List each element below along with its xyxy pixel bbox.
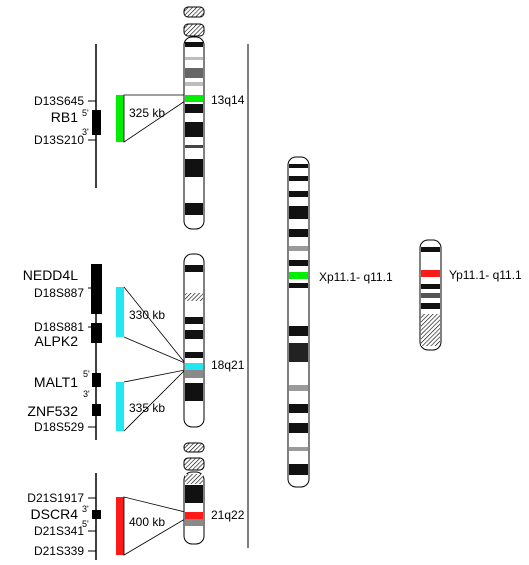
- chr21-interval-size: 400 kb: [129, 515, 165, 529]
- chrX-band-label: Xp11.1- q11.1: [319, 270, 393, 284]
- chr18-band-label: 18q21: [211, 358, 245, 372]
- chrY-band-yp11-q11: [421, 270, 440, 277]
- gene-dscr4: DSCR4: [31, 506, 79, 522]
- chrY-heterochromatin: [421, 314, 440, 346]
- chr13-band: [185, 122, 203, 137]
- chrX-band: [289, 260, 308, 266]
- rb1-gene-block: [92, 110, 101, 135]
- chrY-band: [421, 284, 440, 289]
- chrX-band: [289, 343, 308, 362]
- chr13-band: [185, 145, 203, 148]
- chrY-band-label: Yp11.1- q11.1: [449, 268, 522, 282]
- dscr4-3prime: 3': [82, 504, 89, 514]
- chr18-cyan-interval-bar-upper: [116, 287, 124, 337]
- chr13-band-13q14: [185, 95, 203, 102]
- chr21-red-interval-bar: [116, 497, 124, 555]
- dscr4-5prime: 5': [82, 519, 89, 529]
- gene-znf532: ZNF532: [27, 403, 78, 419]
- chrY-panel: Yp11.1- q11.1: [419, 239, 522, 351]
- chr18-panel: NEDD4L D18S887 D18S881 ALPK2 MALT1 5' 3'…: [23, 253, 245, 440]
- chr21-satellite: [183, 442, 205, 453]
- chr18-band: [185, 352, 203, 358]
- chr18-band: [185, 370, 203, 378]
- chrX-band: [289, 326, 308, 336]
- gene-nedd4l: NEDD4L: [23, 267, 78, 283]
- chr18-band: [185, 265, 203, 272]
- gene-alpk2: ALPK2: [34, 333, 78, 349]
- chrX-band-xp11-q11: [289, 272, 308, 279]
- malt1-5prime: 5': [83, 369, 90, 379]
- chr18-interval-size-upper: 330 kb: [129, 308, 165, 322]
- chr18-centromere: [185, 293, 203, 301]
- malt1-gene-block: [92, 373, 101, 387]
- marker-d18s887: D18S887: [34, 286, 84, 300]
- chr13-band: [185, 57, 203, 60]
- marker-d13s645: D13S645: [34, 94, 84, 108]
- chr13-band: [185, 203, 203, 215]
- nedd4l-gene-block: [91, 264, 102, 314]
- gene-rb1: RB1: [51, 109, 78, 125]
- chr13-satellite: [183, 6, 205, 18]
- chr13-stalk: [183, 23, 205, 37]
- chr13-band: [185, 68, 203, 78]
- malt1-3prime: 3': [83, 389, 90, 399]
- chrX-band: [289, 404, 308, 413]
- chr21-band: [185, 519, 203, 526]
- gene-malt1: MALT1: [34, 374, 78, 390]
- chr18-cyan-interval-bar-lower: [116, 382, 124, 431]
- chrX-panel: Xp11.1- q11.1: [287, 156, 393, 488]
- znf532-gene-block: [92, 404, 101, 416]
- chr13-green-interval-bar: [116, 95, 124, 142]
- marker-d21s1917: D21S1917: [27, 491, 84, 505]
- chr18-zoom-wedge: [123, 286, 186, 364]
- chr21-stalk: [183, 457, 205, 471]
- chrY-band: [421, 247, 440, 252]
- chr18-chromosome: [183, 253, 205, 428]
- chr13-interval-size: 325 kb: [129, 106, 165, 120]
- chrX-band: [289, 283, 308, 288]
- rb1-5prime: 5': [82, 108, 89, 118]
- chrX-band: [289, 385, 308, 391]
- chr21-band: [185, 485, 203, 503]
- dscr4-gene-block: [92, 510, 101, 519]
- chrY-band: [421, 293, 440, 298]
- chr18-interval-size-lower: 335 kb: [129, 401, 165, 415]
- chr21-centromere: [185, 474, 203, 484]
- chr13-band-label: 13q14: [211, 93, 245, 107]
- chrY-band: [421, 303, 440, 309]
- marker-d21s339: D21S339: [34, 544, 84, 558]
- chr13-band: [185, 82, 203, 86]
- chrX-band: [289, 246, 308, 251]
- chrX-band: [289, 464, 308, 475]
- chr21-band-label: 21q22: [211, 508, 245, 522]
- alpk2-gene-block: [91, 323, 102, 343]
- chrX-band: [289, 447, 308, 451]
- marker-d13s210: D13S210: [34, 133, 84, 147]
- marker-d18s529: D18S529: [34, 420, 84, 434]
- chr13-band: [185, 104, 203, 113]
- chrX-band: [289, 164, 308, 168]
- chr21-band-21q22: [185, 512, 203, 519]
- chr18-band-18q21: [185, 363, 203, 370]
- chr13-band: [185, 42, 203, 47]
- chrX-band: [289, 423, 308, 433]
- chr18-band: [185, 317, 203, 324]
- chr18-band: [185, 383, 203, 401]
- chrX-band: [289, 176, 308, 181]
- chr13-panel: D13S645 RB1 D13S210 5' 3' 325 kb 13q14: [34, 6, 245, 230]
- rb1-3prime: 3': [82, 127, 89, 137]
- marker-d18s881: D18S881: [34, 320, 84, 334]
- chr21-panel: D21S1917 DSCR4 3' 5' D21S341 D21S339 400…: [27, 442, 245, 560]
- chr18-band: [185, 330, 203, 339]
- marker-d21s341: D21S341: [34, 524, 84, 538]
- chrX-band: [289, 229, 308, 237]
- chr13-band: [185, 159, 203, 177]
- chrX-band: [289, 191, 308, 197]
- chrX-band: [289, 206, 308, 219]
